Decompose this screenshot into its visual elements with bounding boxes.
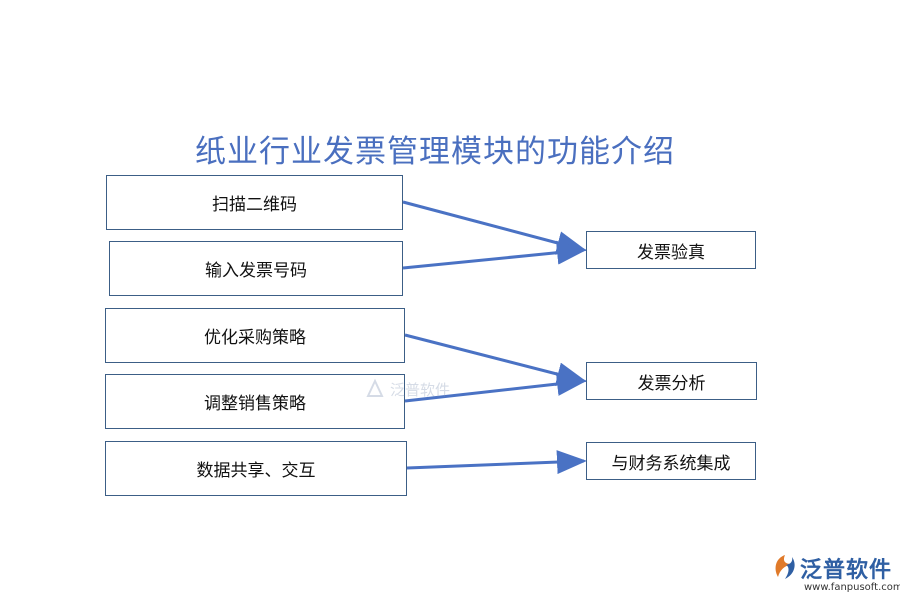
connector-arrow-2 xyxy=(402,240,587,270)
left-box-optimize-purchase: 优化采购策略 xyxy=(105,308,405,363)
right-box-label: 发票分析 xyxy=(637,373,706,394)
connector-arrow-3 xyxy=(404,333,587,386)
watermark-logo-icon xyxy=(366,378,384,397)
left-box-scan-qr: 扫描二维码 xyxy=(106,175,403,230)
right-box-invoice-verification: 发票验真 xyxy=(586,231,756,269)
connector-arrow-1 xyxy=(402,200,587,255)
left-box-label: 扫描二维码 xyxy=(212,195,297,215)
left-box-data-sharing: 数据共享、交互 xyxy=(105,441,407,496)
right-box-label: 与财务系统集成 xyxy=(611,453,731,474)
left-box-input-invoice-number: 输入发票号码 xyxy=(109,241,403,296)
right-box-invoice-analysis: 发票分析 xyxy=(586,362,757,400)
connector-arrow-4 xyxy=(404,372,587,403)
left-box-label: 调整销售策略 xyxy=(204,394,306,414)
watermark: 泛普软件 xyxy=(364,378,450,400)
connector-arrow-5 xyxy=(406,450,587,475)
brand-logo-url: www.fanpusoft.com xyxy=(804,582,900,593)
watermark-text: 泛普软件 xyxy=(390,380,451,399)
left-box-adjust-sales: 调整销售策略 xyxy=(105,374,405,429)
brand-logo-icon xyxy=(775,555,795,579)
right-box-label: 发票验真 xyxy=(637,242,705,263)
left-box-label: 数据共享、交互 xyxy=(196,461,316,481)
brand-logo-name: 泛普软件 xyxy=(800,558,893,583)
left-box-label: 优化采购策略 xyxy=(204,328,306,348)
right-box-finance-integration: 与财务系统集成 xyxy=(586,442,756,480)
left-box-label: 输入发票号码 xyxy=(205,261,307,281)
brand-logo: 泛普软件 www.fanpusoft.com xyxy=(770,552,900,598)
diagram-title: 纸业行业发票管理模块的功能介绍 xyxy=(195,134,675,170)
